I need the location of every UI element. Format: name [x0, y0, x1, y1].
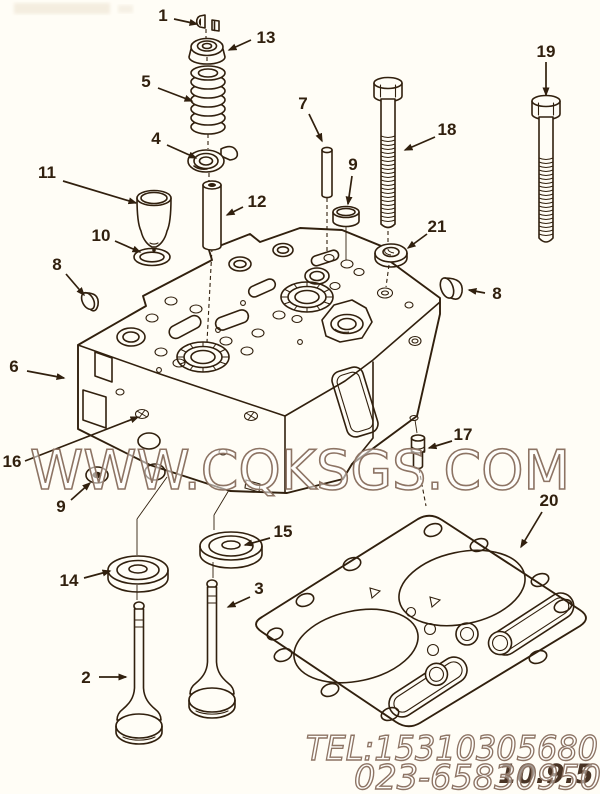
callout-label: 10	[92, 226, 111, 245]
callout-9-lower: 9	[56, 481, 92, 516]
callouts: 1 13 5 4 11 12 10 8	[3, 6, 559, 687]
callout-label: 7	[298, 94, 307, 113]
part-20-head-gasket	[255, 514, 587, 728]
callout-10: 10	[92, 226, 142, 253]
callout-1: 1	[158, 6, 199, 26]
overprint-page-number: 10.9.5	[498, 759, 594, 790]
callout-label: 8	[492, 284, 501, 303]
part-14-valve-seal-left	[107, 555, 169, 593]
callout-15: 15	[243, 522, 293, 547]
callout-label: 6	[9, 357, 18, 376]
callout-20: 20	[520, 491, 559, 549]
callout-14: 14	[60, 569, 112, 590]
callout-label: 3	[254, 579, 263, 598]
callout-label: 15	[274, 522, 293, 541]
part-5-valve-spring	[190, 65, 226, 135]
callout-8-left: 8	[52, 255, 85, 297]
part-1-valve-collet	[195, 14, 220, 32]
callout-21: 21	[406, 217, 447, 249]
part-8-cup-plug-left	[80, 291, 100, 312]
callout-label: 14	[60, 571, 79, 590]
watermark-site: WWW.CQKSGS.COM	[30, 439, 570, 502]
callout-16: 16	[3, 416, 140, 471]
gasket-small-holes	[369, 587, 479, 657]
callout-5: 5	[141, 72, 194, 102]
part-7-dowel-pin	[321, 146, 333, 199]
part-15-valve-seal-right	[199, 531, 263, 569]
part-8-cup-plug-right	[439, 277, 463, 300]
callout-2: 2	[81, 668, 128, 687]
callout-label: 9	[56, 497, 65, 516]
callout-label: 21	[428, 217, 447, 236]
callout-label: 2	[81, 668, 90, 687]
part-6-cylinder-head	[77, 227, 441, 494]
part-18-capscrew-long	[373, 76, 403, 229]
callout-label: 18	[438, 120, 457, 139]
head-ports	[168, 249, 340, 340]
callout-label: 12	[248, 192, 267, 211]
part-2-valve	[115, 601, 163, 745]
callout-9-top: 9	[345, 155, 358, 206]
head-front-face	[82, 351, 261, 493]
head-capscrew-hole-16	[134, 408, 150, 420]
callout-17: 17	[427, 425, 473, 450]
callout-19: 19	[537, 42, 556, 97]
callout-label: 13	[257, 28, 276, 47]
part-10-o-ring	[133, 247, 171, 267]
part-19-capscrew	[531, 94, 561, 243]
callout-label: 9	[348, 155, 357, 174]
part-12-valve-guide	[202, 180, 222, 251]
callout-7: 7	[298, 94, 323, 143]
head-bore-right	[280, 281, 334, 313]
callout-label: 1	[158, 6, 167, 25]
callout-6: 6	[9, 357, 66, 381]
part-9-cup-washer-top	[332, 205, 360, 228]
scan-artifact	[14, 3, 133, 14]
callout-4: 4	[151, 129, 198, 159]
part-21-washer	[374, 243, 408, 268]
part-3-valve	[188, 579, 236, 719]
callout-12: 12	[225, 192, 267, 216]
callout-label: 17	[454, 425, 473, 444]
head-drillings	[145, 253, 394, 373]
callout-label: 4	[151, 129, 161, 148]
callout-label: 16	[3, 452, 22, 471]
callout-18: 18	[403, 120, 457, 151]
callout-8-right: 8	[467, 284, 502, 303]
callout-label: 11	[38, 163, 56, 182]
part-17-dowel	[410, 434, 426, 470]
head-bore-left	[176, 341, 230, 373]
head-side-window	[331, 301, 422, 438]
gasket-bolt-holes	[266, 522, 573, 722]
callout-13: 13	[227, 28, 276, 51]
callout-label: 20	[540, 491, 559, 510]
watermark-phone: 023-65830950	[354, 758, 600, 794]
part-4-spring-guide	[187, 145, 239, 173]
head-pedestal	[321, 299, 373, 343]
callout-3: 3	[226, 579, 264, 608]
callout-label: 5	[141, 72, 150, 91]
callout-11: 11	[38, 163, 138, 205]
gasket-slot-right	[487, 592, 575, 656]
head-capscrew-hole-2	[243, 410, 259, 422]
watermark-tel: TEL:15310305680	[306, 729, 598, 769]
gasket-bore-lower	[293, 608, 419, 684]
head-bosses	[116, 242, 330, 347]
head-seal-ring-9	[85, 466, 109, 484]
callout-label: 8	[52, 255, 61, 274]
callout-label: 19	[537, 42, 556, 61]
part-13-spring-retainer	[188, 37, 226, 65]
part-11-injector-sleeve	[136, 189, 172, 252]
